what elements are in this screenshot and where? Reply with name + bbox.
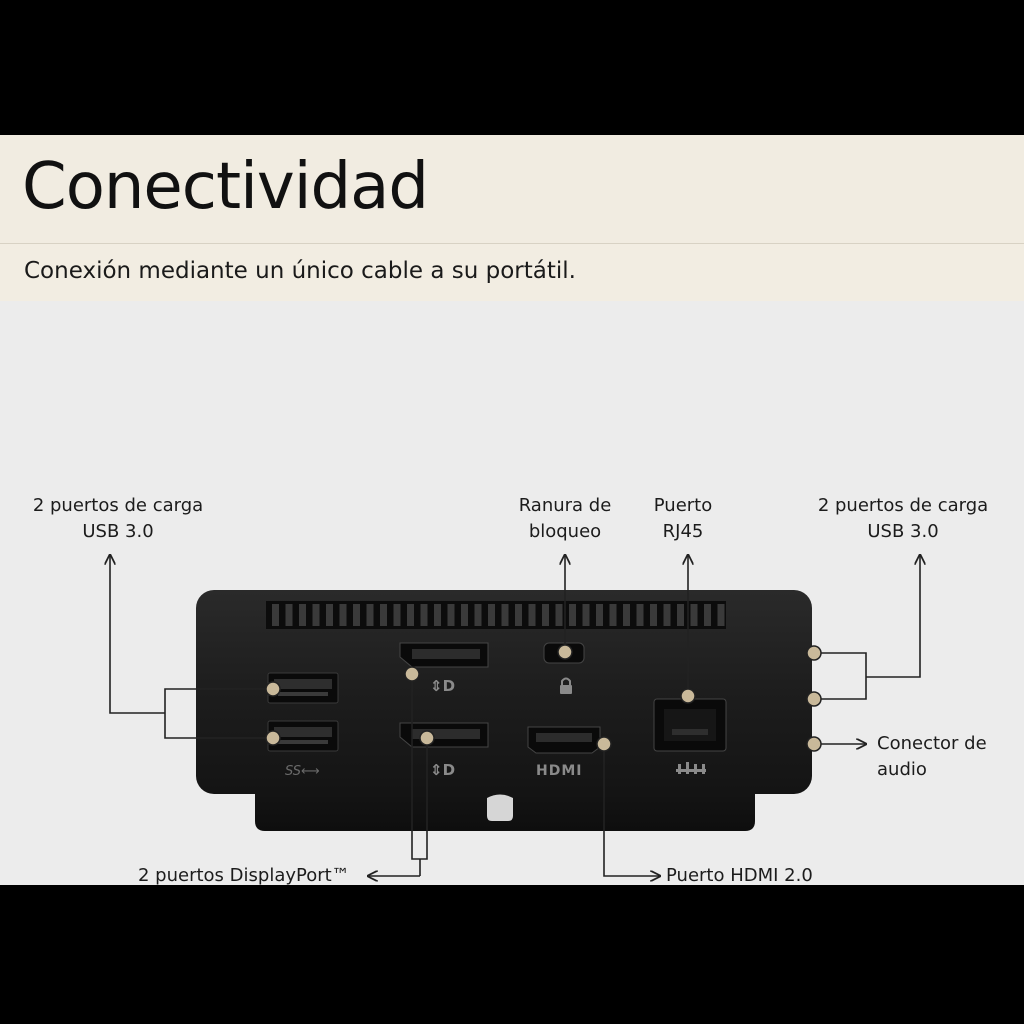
page-subtitle: Conexión mediante un único cable a su po… — [24, 258, 576, 284]
vent-slot — [555, 604, 563, 626]
vent-slot — [285, 604, 293, 626]
callout-lock-slot: Ranura de bloqueo — [518, 495, 612, 542]
callout-dots — [265, 644, 822, 752]
vent-slot — [609, 604, 617, 626]
vent-slot — [366, 604, 374, 626]
vent-slot — [569, 604, 576, 626]
vent-slot — [650, 604, 657, 626]
network-icon — [676, 762, 706, 774]
displayport-icon-bottom: ⇕D — [430, 761, 455, 779]
vent-slot — [393, 604, 401, 626]
vent-slot — [407, 604, 414, 626]
subtitle-band: Conexión mediante un único cable a su po… — [0, 243, 1024, 302]
displayport-top — [399, 642, 489, 668]
vent-slot — [339, 604, 347, 626]
displayport-bottom — [399, 722, 489, 748]
vent-slot — [312, 604, 320, 626]
callout-usb-left: 2 puertos de carga USB 3.0 — [32, 495, 204, 542]
callout-usb-right: 2 puertos de carga USB 3.0 — [817, 495, 989, 542]
usb-ss-mark: SS⟷ — [285, 764, 320, 779]
header-band: Conectividad — [0, 135, 1024, 243]
hdmi-mark: HDMI — [536, 763, 582, 779]
vent-slot — [420, 604, 428, 626]
displayport-icon-top: ⇕D — [430, 677, 455, 695]
vent-slot — [501, 604, 509, 626]
usb-port-bottom — [267, 720, 339, 752]
vent-slot — [474, 604, 482, 626]
vent-slot — [636, 604, 644, 626]
vent-slot — [623, 604, 630, 626]
vent-slot — [488, 604, 495, 626]
vent-slot — [542, 604, 549, 626]
hdmi-port — [527, 726, 601, 754]
dock-illustration: SS⟷ ⇕D ⇕D HDMI — [0, 301, 1024, 885]
vent-slot — [447, 604, 455, 626]
vent-slot — [272, 604, 279, 626]
vent-slot — [704, 604, 711, 626]
vent-grille — [266, 601, 726, 629]
vent-slot — [582, 604, 590, 626]
vent-slot — [717, 604, 725, 626]
vent-slot — [353, 604, 360, 626]
vent-slot — [380, 604, 387, 626]
connectivity-diagram: SS⟷ ⇕D ⇕D HDMI — [0, 301, 1024, 886]
vent-slot — [690, 604, 698, 626]
content-panel: Conectividad Conexión mediante un único … — [0, 135, 1024, 886]
page-title: Conectividad — [22, 150, 429, 224]
vent-slot — [663, 604, 671, 626]
vent-slot — [515, 604, 522, 626]
leader-lines — [110, 555, 920, 876]
callout-hdmi: Puerto HDMI 2.0 — [666, 865, 813, 886]
vent-slot — [528, 604, 536, 626]
vent-slot — [326, 604, 333, 626]
rj45-port — [653, 698, 727, 752]
cable-notch — [487, 794, 513, 821]
vent-slot — [596, 604, 603, 626]
callout-displayport: 2 puertos DisplayPort™ — [138, 865, 350, 886]
vent-slot — [434, 604, 441, 626]
lock-icon — [560, 677, 572, 694]
vent-slot — [677, 604, 684, 626]
callout-rj45: Puerto RJ45 — [653, 495, 713, 542]
vent-slot — [461, 604, 468, 626]
usb-port-top — [267, 672, 339, 704]
vent-slot — [299, 604, 306, 626]
callout-audio: Conector de audio — [877, 733, 987, 780]
